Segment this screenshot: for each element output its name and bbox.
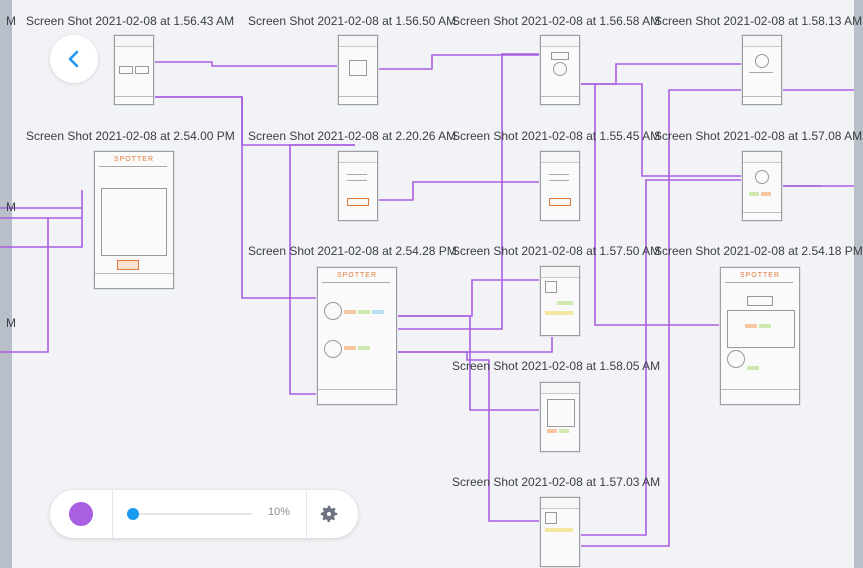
screen-label: Screen Shot 2021-02-08 at 1.55.45 AM (452, 129, 661, 143)
zoom-slider-track[interactable] (132, 513, 252, 515)
screen-thumbnail[interactable]: SPOTTER (94, 151, 174, 289)
screen-label: Screen Shot 2021-02-08 at 2.54.18 PM (654, 244, 863, 258)
screen-label: Screen Shot 2021-02-08 at 2.54.00 PM (26, 129, 235, 143)
screen-label: Screen Shot 2021-02-08 at 1.57.03 AM (452, 475, 661, 489)
gear-icon[interactable] (318, 503, 340, 525)
link-line[interactable] (366, 315, 556, 411)
link-line[interactable] (556, 89, 772, 547)
screen-label: Screen Shot 2021-02-08 at 1.57.50 AM (452, 244, 661, 258)
link-line[interactable] (565, 63, 772, 85)
link-line[interactable] (289, 144, 355, 395)
link-line[interactable] (594, 84, 720, 326)
screen-label: Screen Shot 2021-02-08 at 2.20.26 AM (248, 129, 457, 143)
offscreen-label: M (6, 316, 16, 330)
offscreen-label: M (6, 200, 16, 214)
screen-thumbnail[interactable] (742, 35, 782, 105)
screen-thumbnail[interactable] (540, 35, 580, 105)
link-color-swatch[interactable] (69, 502, 93, 526)
screen-label: Screen Shot 2021-02-08 at 1.56.50 AM (248, 14, 457, 28)
screen-label: Screen Shot 2021-02-08 at 1.56.43 AM (26, 14, 235, 28)
divider (306, 490, 307, 538)
screen-thumbnail[interactable] (540, 382, 580, 452)
divider (112, 490, 113, 538)
screen-thumbnail[interactable]: SPOTTER (720, 267, 800, 405)
screen-thumbnail[interactable] (540, 151, 580, 221)
back-button[interactable] (50, 35, 98, 83)
link-line[interactable] (125, 61, 355, 67)
link-line[interactable] (366, 53, 556, 330)
link-line[interactable] (0, 190, 83, 248)
screen-label: Screen Shot 2021-02-08 at 1.57.08 AM (654, 129, 863, 143)
screen-label: Screen Shot 2021-02-08 at 1.58.13 AM (654, 14, 863, 28)
link-line[interactable] (565, 83, 772, 177)
screen-thumbnail[interactable] (338, 151, 378, 221)
screen-label: Screen Shot 2021-02-08 at 1.56.58 AM (452, 14, 661, 28)
screen-thumbnail[interactable] (742, 151, 782, 221)
link-line[interactable] (0, 218, 49, 353)
screen-label: Screen Shot 2021-02-08 at 2.54.28 PM (248, 244, 457, 258)
zoom-toolbar: 10% (50, 490, 358, 538)
link-line[interactable] (556, 179, 772, 536)
screen-thumbnail[interactable] (338, 35, 378, 105)
screen-thumbnail[interactable] (540, 266, 580, 336)
screen-thumbnail[interactable] (114, 35, 154, 105)
zoom-level: 10% (268, 506, 291, 518)
link-line[interactable] (367, 351, 556, 522)
screen-thumbnail[interactable] (540, 497, 580, 567)
offscreen-label: M (6, 14, 16, 28)
screen-thumbnail[interactable]: SPOTTER (317, 267, 397, 405)
chevron-left-icon (68, 50, 79, 68)
screen-label: Screen Shot 2021-02-08 at 1.58.05 AM (452, 359, 661, 373)
link-line[interactable] (355, 54, 556, 70)
zoom-slider-handle[interactable] (127, 508, 139, 520)
link-line[interactable] (355, 181, 556, 201)
